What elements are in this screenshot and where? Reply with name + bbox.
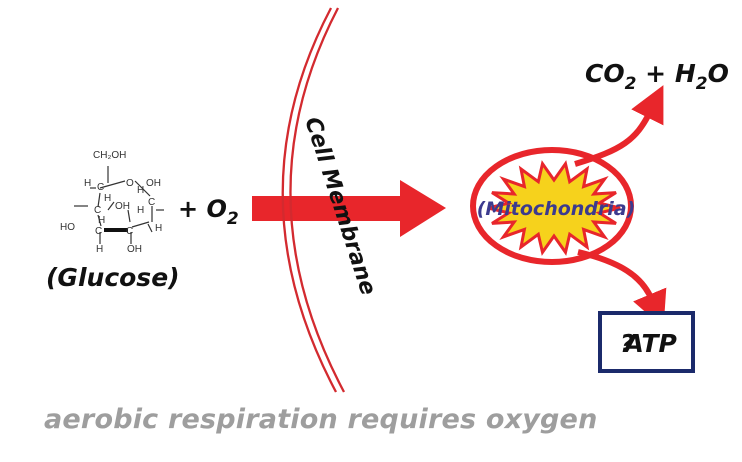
glucose-atom: C bbox=[97, 182, 104, 193]
plus-sign: + bbox=[636, 59, 674, 88]
glucose-atom: H bbox=[137, 185, 144, 196]
h2o-h: H bbox=[675, 59, 696, 88]
oxygen-text: + O bbox=[178, 195, 227, 223]
atp-arrow bbox=[577, 249, 667, 328]
main-arrow-head bbox=[400, 180, 446, 237]
glucose-atom: H bbox=[104, 193, 111, 204]
cell-membrane-outer bbox=[281, 7, 338, 393]
glucose-atom: OH bbox=[146, 178, 161, 189]
glucose-atom: O bbox=[126, 178, 134, 189]
oxygen-subscript: 2 bbox=[227, 209, 239, 229]
cell-membrane-inner bbox=[289, 7, 346, 393]
glucose-label: (Glucose) bbox=[46, 263, 180, 292]
products-formula: CO2 + H2O bbox=[585, 59, 729, 94]
glucose-atom: CH₂OH bbox=[93, 150, 126, 161]
atp-box bbox=[598, 311, 695, 373]
glucose-atom: H bbox=[96, 244, 103, 255]
glucose-atom: OH bbox=[115, 201, 130, 212]
main-arrow-shaft bbox=[252, 196, 408, 221]
co2-subscript: 2 bbox=[625, 74, 637, 94]
glucose-atom: C bbox=[148, 197, 155, 208]
caption: aerobic respiration requires oxygen bbox=[44, 404, 598, 435]
glucose-atom: OH bbox=[127, 244, 142, 255]
mitochondria-label: (Mitochondria) bbox=[477, 198, 636, 220]
h2o-o: O bbox=[708, 59, 729, 88]
h2o-subscript: 2 bbox=[696, 74, 708, 94]
glucose-atom: H bbox=[155, 223, 162, 234]
glucose-atom: C bbox=[94, 205, 101, 216]
glucose-atom: C bbox=[95, 226, 102, 237]
glucose-atom: H bbox=[137, 205, 144, 216]
co2-text: CO bbox=[585, 59, 625, 88]
co2-arrow bbox=[574, 85, 664, 167]
glucose-atom: HO bbox=[60, 222, 75, 233]
glucose-atom: H bbox=[98, 215, 105, 226]
atp-prefix: ? bbox=[620, 329, 635, 358]
glucose-atom: C bbox=[126, 226, 133, 237]
glucose-atom: H bbox=[84, 178, 91, 189]
glucose-structure bbox=[74, 166, 164, 244]
atp-label: ?ATP bbox=[620, 329, 677, 358]
mitochondria-burst bbox=[487, 160, 621, 256]
oxygen-label: + O2 bbox=[178, 195, 239, 229]
atp-text: ATP bbox=[623, 329, 677, 358]
